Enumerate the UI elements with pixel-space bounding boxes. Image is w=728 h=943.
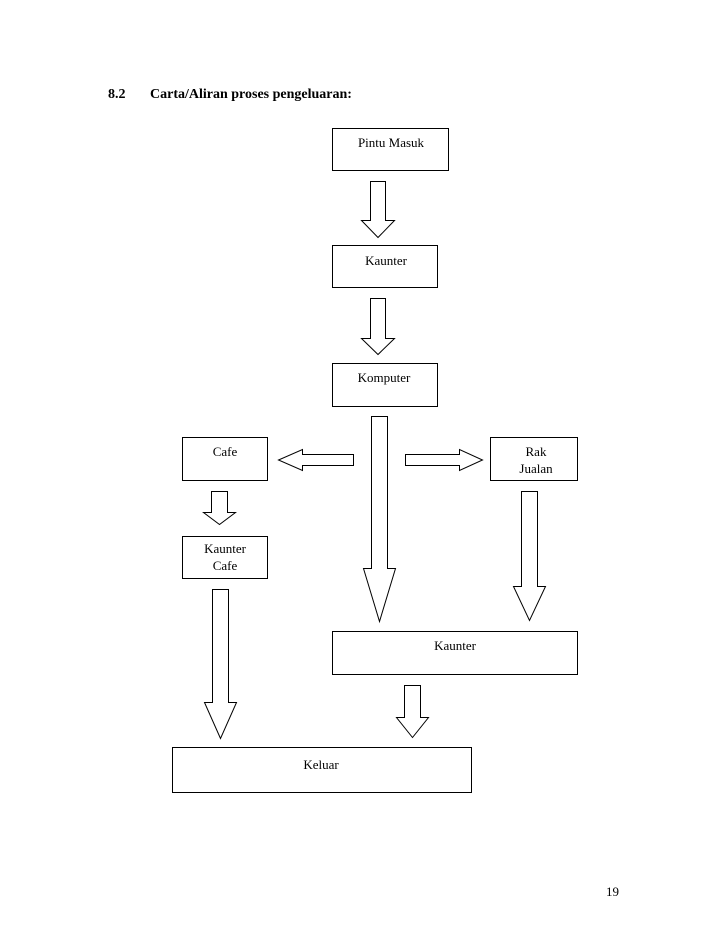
arrow-down-icon xyxy=(202,491,237,526)
arrow-right-icon xyxy=(405,448,484,472)
node-kaunter-cafe xyxy=(182,536,268,579)
arrow-down-icon xyxy=(395,685,430,739)
node-cafe xyxy=(182,437,268,481)
node-kaunter-1-label: Kaunter xyxy=(365,253,408,268)
node-kaunter-1 xyxy=(332,245,438,288)
node-keluar xyxy=(172,747,472,793)
arrow-down-icon xyxy=(512,491,547,622)
section-number: 8.2 xyxy=(108,87,126,102)
node-komputer-label: Komputer xyxy=(358,370,411,385)
node-kaunter-2-label: Kaunter xyxy=(434,638,477,653)
node-rak-jualan xyxy=(490,437,578,481)
node-pintu-masuk-label: Pintu Masuk xyxy=(358,135,425,150)
node-cafe-label: Cafe xyxy=(213,444,238,459)
node-rak-jualan-label-1: Rak xyxy=(526,444,547,459)
node-kaunter-cafe-label-2: Cafe xyxy=(213,558,238,573)
arrow-down-icon xyxy=(360,298,396,356)
node-kaunter-cafe-label-1: Kaunter xyxy=(204,541,247,556)
section-title: Carta/Aliran proses pengeluaran: xyxy=(150,87,352,102)
arrow-down-icon xyxy=(360,181,396,239)
node-keluar-label: Keluar xyxy=(303,757,339,772)
node-komputer xyxy=(332,363,438,407)
arrow-left-icon xyxy=(277,448,354,472)
arrow-down-icon xyxy=(362,416,397,624)
node-pintu-masuk xyxy=(332,128,449,171)
node-rak-jualan-label-2: Jualan xyxy=(519,461,553,476)
arrow-down-icon xyxy=(203,589,238,740)
node-kaunter-2 xyxy=(332,631,578,675)
page-number: 19 xyxy=(606,884,619,899)
